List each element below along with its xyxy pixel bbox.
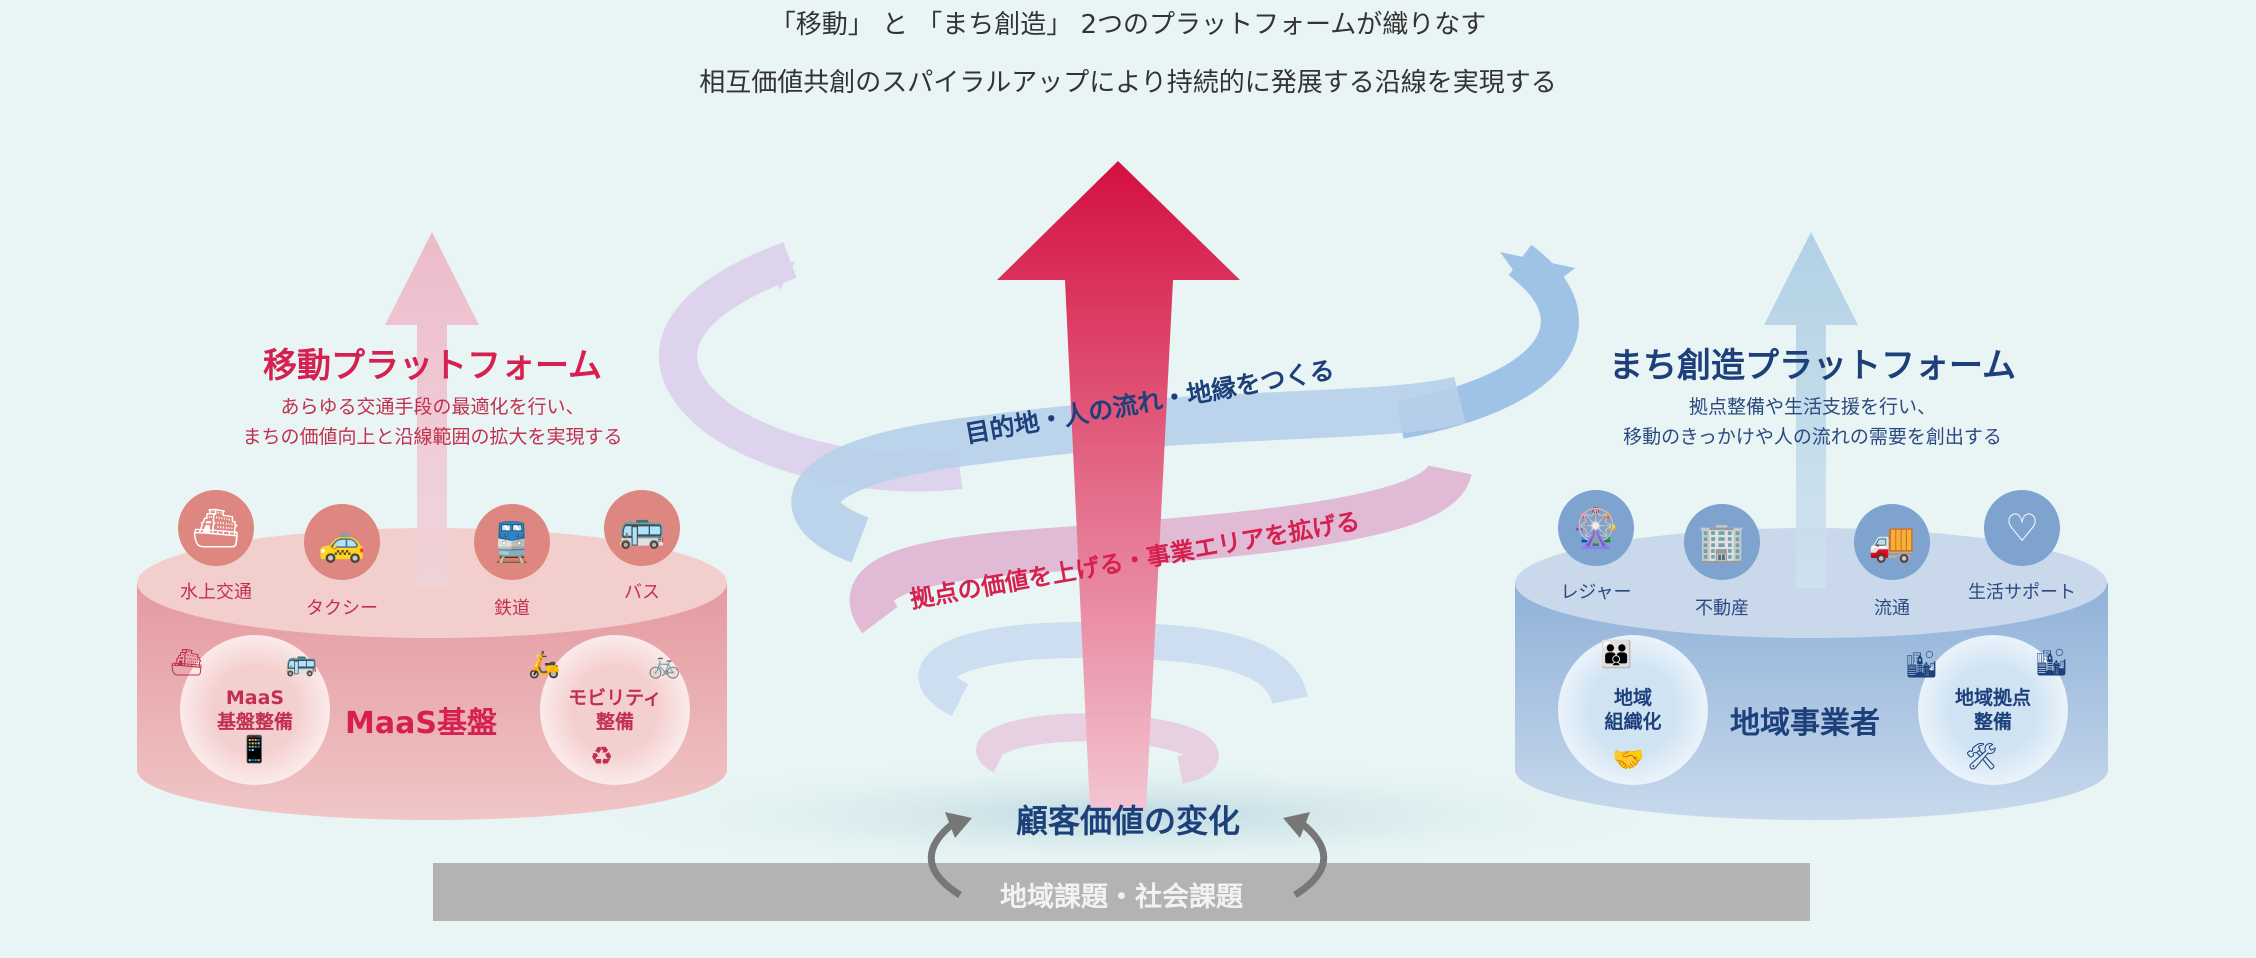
truck-icon: 🚚: [1854, 504, 1930, 580]
item-label: 水上交通: [180, 582, 252, 603]
left-platform-title: 移動プラットフォーム: [263, 346, 602, 386]
item-label: 流通: [1874, 598, 1910, 619]
building-icon: 🏢: [1684, 504, 1760, 580]
item-label: レジャー: [1560, 582, 1632, 603]
regional-hub-circle: 地域拠点 整備: [1918, 635, 2068, 785]
bus-icon: 🚌: [604, 490, 680, 566]
mobility-circle: モビリティ 整備: [540, 635, 690, 785]
ship-icon: ⛴: [178, 490, 254, 566]
right-desc-line2: 移動のきっかけや人の流れの需要を創出する: [1623, 426, 2002, 448]
small-ship-icon: ⛴: [170, 648, 204, 678]
bicycle-icon: 🚲: [648, 650, 681, 680]
maas-infrastructure-circle: MaaS 基盤整備: [180, 635, 330, 785]
small-bus-icon: 🚌: [285, 648, 318, 678]
train-icon: 🚆: [474, 504, 550, 580]
construction-icon: 🛠: [1965, 742, 1999, 772]
customer-value-change: 顧客価値の変化: [1015, 802, 1240, 840]
heart-hand-icon: ♡: [1984, 490, 2060, 566]
right-desc-line1: 拠点整備や生活支援を行い、: [1688, 396, 1936, 418]
header-line2: 相互価値共創のスパイラルアップにより持続的に発展する沿線を実現する: [699, 68, 1557, 98]
right-up-arrow: [1764, 232, 1858, 588]
smartphone-icon: 📱: [238, 735, 271, 765]
right-platform-title: まち創造プラットフォーム: [1609, 346, 2016, 386]
handshake-icon: 🤝: [1612, 745, 1645, 775]
ground-shadow: [568, 755, 1688, 875]
central-up-arrow: [997, 161, 1240, 810]
item-label: バス: [624, 582, 660, 603]
community-organization-circle: 地域 組織化: [1558, 635, 1708, 785]
people-icon: 👪: [1600, 640, 1633, 670]
ferris-wheel-icon: 🎡: [1558, 490, 1634, 566]
item-label: 鉄道: [494, 598, 530, 619]
taxi-icon: 🚕: [304, 504, 380, 580]
header-line1: 「移動」 と 「まち創造」 2つのプラットフォームが織りなす: [769, 10, 1487, 40]
item-label: タクシー: [306, 598, 378, 619]
maas-center-label: MaaS基盤: [345, 706, 497, 741]
right-platform-desc: 拠点整備や生活支援を行い、移動のきっかけや人の流れの需要を創出する: [1530, 392, 2095, 452]
item-label: 不動産: [1695, 598, 1749, 619]
scooter-icon: 🛵: [528, 650, 561, 680]
spiral-blue-band: [791, 376, 1466, 563]
regional-business-label: 地域事業者: [1730, 706, 1880, 741]
buildings-icon: 🏙: [2035, 648, 2069, 678]
recycle-icon: ♻: [590, 742, 614, 772]
buildings-icon: 🏙: [1905, 650, 1939, 680]
left-loop-arrow: [927, 819, 962, 898]
base-bar: [433, 863, 1810, 921]
left-desc-line2: まちの価値向上と沿線範囲の拡大を実現する: [242, 426, 623, 448]
left-up-arrow: [385, 232, 479, 588]
right-loop-arrow: [1293, 819, 1328, 898]
left-desc-line1: あらゆる交通手段の最適化を行い、: [280, 396, 585, 418]
item-label: 生活サポート: [1968, 582, 2076, 603]
left-platform-desc: あらゆる交通手段の最適化を行い、まちの価値向上と沿線範囲の拡大を実現する: [150, 392, 715, 452]
social-issues-label: 地域課題・社会課題: [1000, 882, 1243, 913]
